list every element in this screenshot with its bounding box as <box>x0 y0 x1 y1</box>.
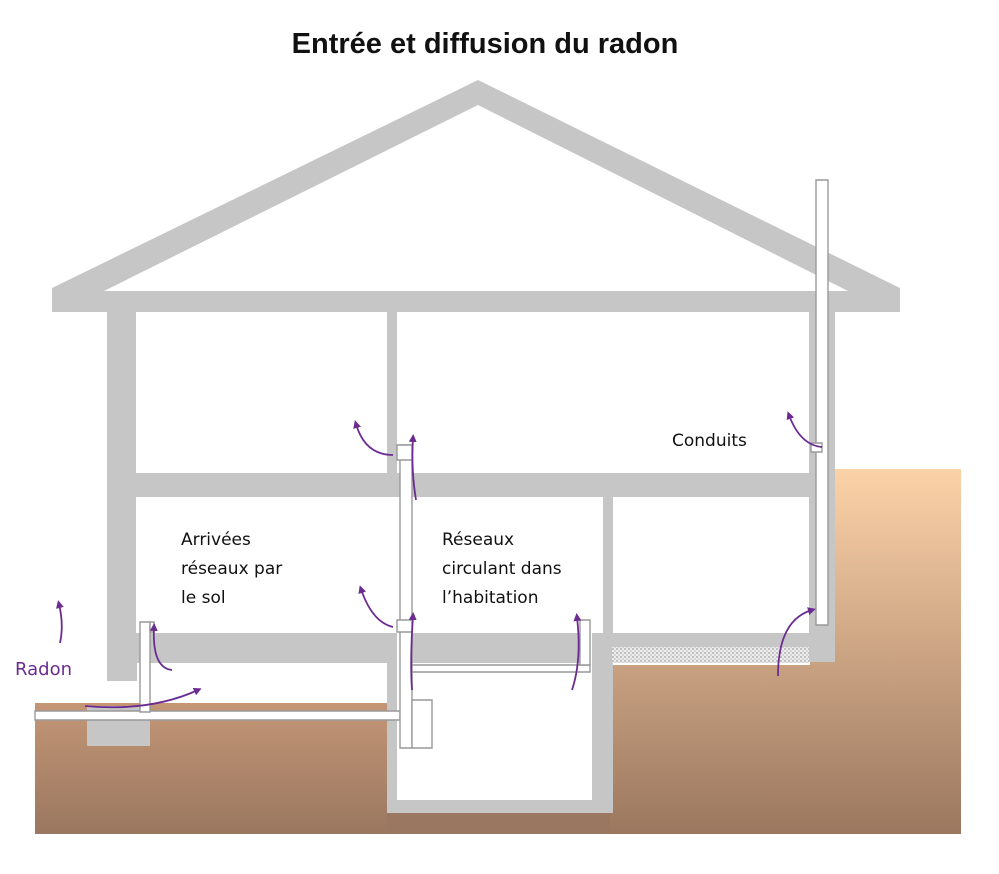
label-radon: Radon <box>15 659 72 680</box>
attic-space <box>104 105 848 291</box>
ground-floor-right <box>596 633 810 647</box>
soil-right <box>610 469 961 834</box>
radon-arrows <box>56 411 823 709</box>
central-riser-outlet-mid <box>396 619 413 633</box>
radon-arrow-central-mid <box>358 585 394 628</box>
radon-arrow-conduit-upper <box>786 411 823 448</box>
flue-conduit <box>815 179 829 626</box>
inner-wall-upper <box>387 310 397 475</box>
radon-arrow-conduit-lower <box>777 607 816 677</box>
radon-arrow-central-basement <box>408 612 417 691</box>
basement-wall-right <box>592 633 613 813</box>
basement-box <box>411 699 433 749</box>
radon-arrow-supply-riser <box>149 623 173 671</box>
ground-supply-riser <box>139 621 151 713</box>
label-conduits: Conduits <box>672 431 747 451</box>
radon-arrow-central-riser-top <box>408 434 417 501</box>
ground-supply-pipe <box>34 710 401 721</box>
label-arrivees-reseaux: Arrivées réseaux par le sol <box>181 530 283 608</box>
right-footing <box>809 645 835 662</box>
label-reseaux-circulant: Réseaux circulant dans l’habitation <box>442 530 562 608</box>
ground-floor-left <box>136 633 391 663</box>
radon-arrow-network-right <box>571 613 582 691</box>
radon-arrow-ground-entry <box>84 688 202 709</box>
left-footing-step <box>107 663 137 681</box>
radon-arrow-outdoor <box>56 600 64 644</box>
inner-wall-lower-right <box>603 495 613 635</box>
basement-wall-left <box>387 633 397 813</box>
basement-slab <box>387 800 612 813</box>
central-riser-outlet-upper <box>396 444 413 461</box>
central-riser <box>399 444 413 749</box>
gravel-bed <box>612 647 809 663</box>
ground-floor-mid <box>412 633 587 663</box>
pipes <box>34 179 829 749</box>
diagram-title: Entrée et diffusion du radon <box>291 28 679 60</box>
upper-floor <box>107 473 835 497</box>
network-riser-right <box>579 619 591 666</box>
horizontal-network-pipe <box>411 664 591 673</box>
radon-arrow-central-top <box>353 420 394 456</box>
